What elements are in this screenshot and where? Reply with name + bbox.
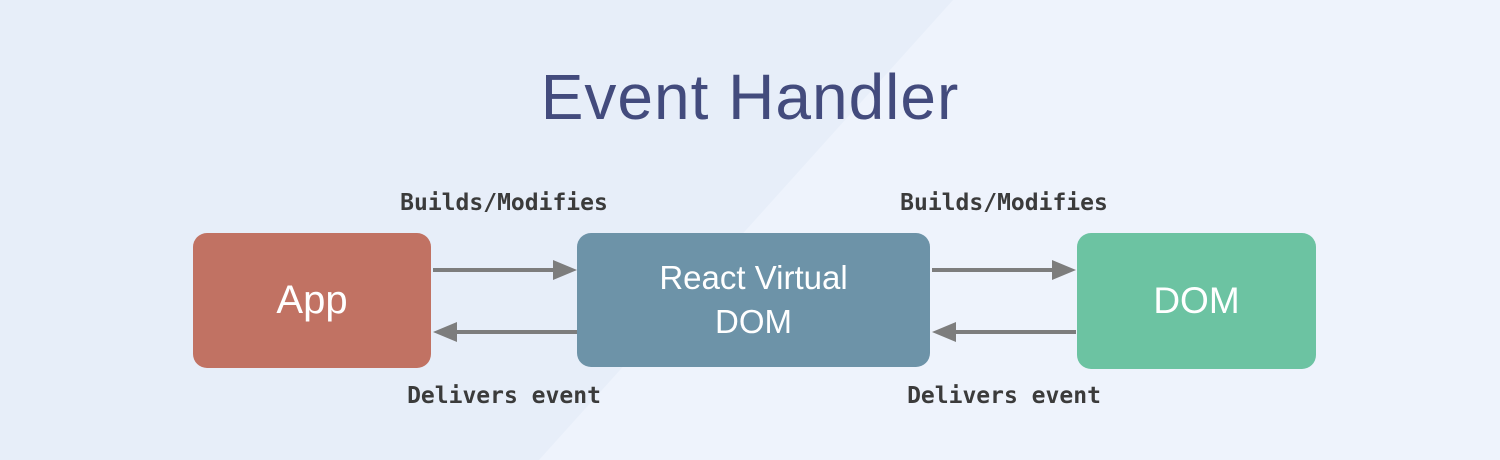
node-app: App [193,233,431,368]
edge-label-delivers-event-left: Delivers event [407,383,601,409]
arrow-rvd-to-app-head-icon [433,322,457,342]
arrow-dom-to-rvd-line [954,330,1076,334]
arrow-dom-to-rvd-head-icon [932,322,956,342]
edge-label-builds-modifies-right: Builds/Modifies [900,190,1108,216]
node-dom-label: DOM [1153,280,1240,321]
diagram-title: Event Handler [540,61,960,133]
arrow-app-to-rvd-line [433,268,555,272]
node-app-label: App [276,278,348,322]
edge-label-builds-modifies-left: Builds/Modifies [400,190,608,216]
arrow-rvd-to-dom-head-icon [1052,260,1076,280]
node-react-virtual-dom-label: React Virtual DOM [659,259,848,340]
node-react-virtual-dom: React Virtual DOM [577,233,930,367]
arrow-app-to-rvd-head-icon [553,260,577,280]
arrow-rvd-to-dom-line [932,268,1054,272]
node-dom: DOM [1077,233,1316,369]
edge-label-delivers-event-right: Delivers event [907,383,1101,409]
arrow-rvd-to-app-line [455,330,577,334]
